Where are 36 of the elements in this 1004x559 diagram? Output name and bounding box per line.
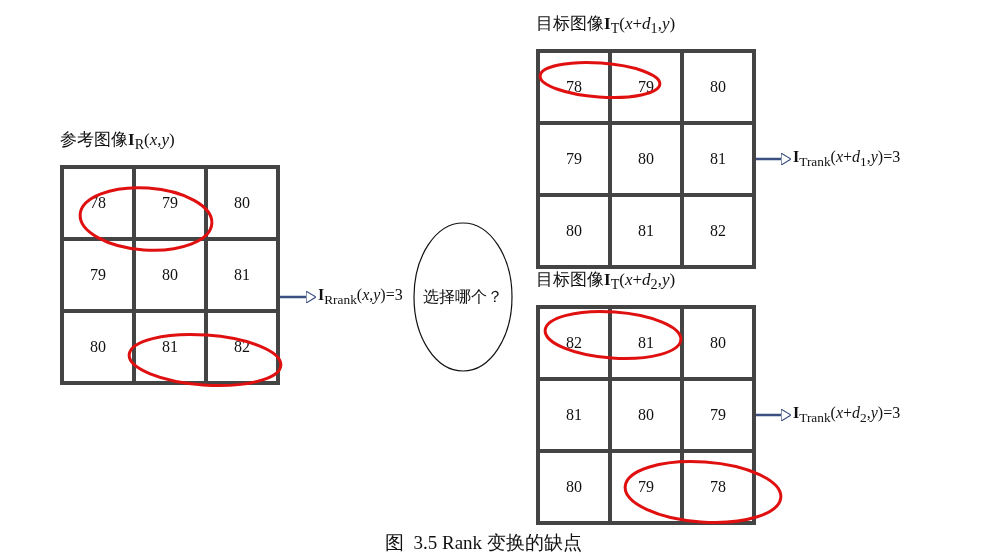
arrow [756,152,792,166]
pixel-cell: 80 [612,381,680,450]
grid-title: 目标图像I$_{T}$(x+d$_{1}$,y) [536,13,676,38]
pixel-cell: 79 [684,381,752,450]
pixel-cell: 80 [612,125,680,194]
pixel-cell: 81 [684,125,752,194]
pixel-cell: 80 [540,197,608,266]
pixel-cell: 79 [64,241,132,310]
pixel-cell: 80 [64,313,132,382]
pixel-cell: 80 [136,241,204,310]
pixel-cell: 79 [540,125,608,194]
pixel-cell: 79 [612,453,680,522]
pixel-cell: 81 [612,309,680,378]
formula-text: I$_{Trank}$(x+d$_{1}$,y)=3 [793,148,901,171]
pixel-cell: 80 [684,53,752,122]
pixel-cell: 80 [208,169,276,238]
pixel-cell: 81 [540,381,608,450]
grid-title: 目标图像I$_{T}$(x+d$_{2}$,y) [536,269,676,294]
question-text: 选择哪个？ [423,286,503,307]
pixel-cell: 82 [540,309,608,378]
pixel-cell: 81 [136,313,204,382]
pixel-cell: 78 [684,453,752,522]
pixel-cell: 82 [684,197,752,266]
grid-title: 参考图像I$_{R}$(x,y) [60,129,175,154]
formula-text: I$_{Trank}$(x+d$_{2}$,y)=3 [793,404,901,427]
pixel-cell: 79 [136,169,204,238]
pixel-cell: 81 [208,241,276,310]
pixel-cell: 79 [612,53,680,122]
arrow [756,408,792,422]
pixel-cell: 81 [612,197,680,266]
formula-text: I$_{Rrank}$(x,y)=3 [318,286,403,309]
pixel-cell: 80 [540,453,608,522]
arrow [280,290,317,304]
pixel-cell: 78 [540,53,608,122]
figure-caption: 图 3.5 Rank 变换的缺点 [385,531,582,555]
pixel-cell: 80 [684,309,752,378]
